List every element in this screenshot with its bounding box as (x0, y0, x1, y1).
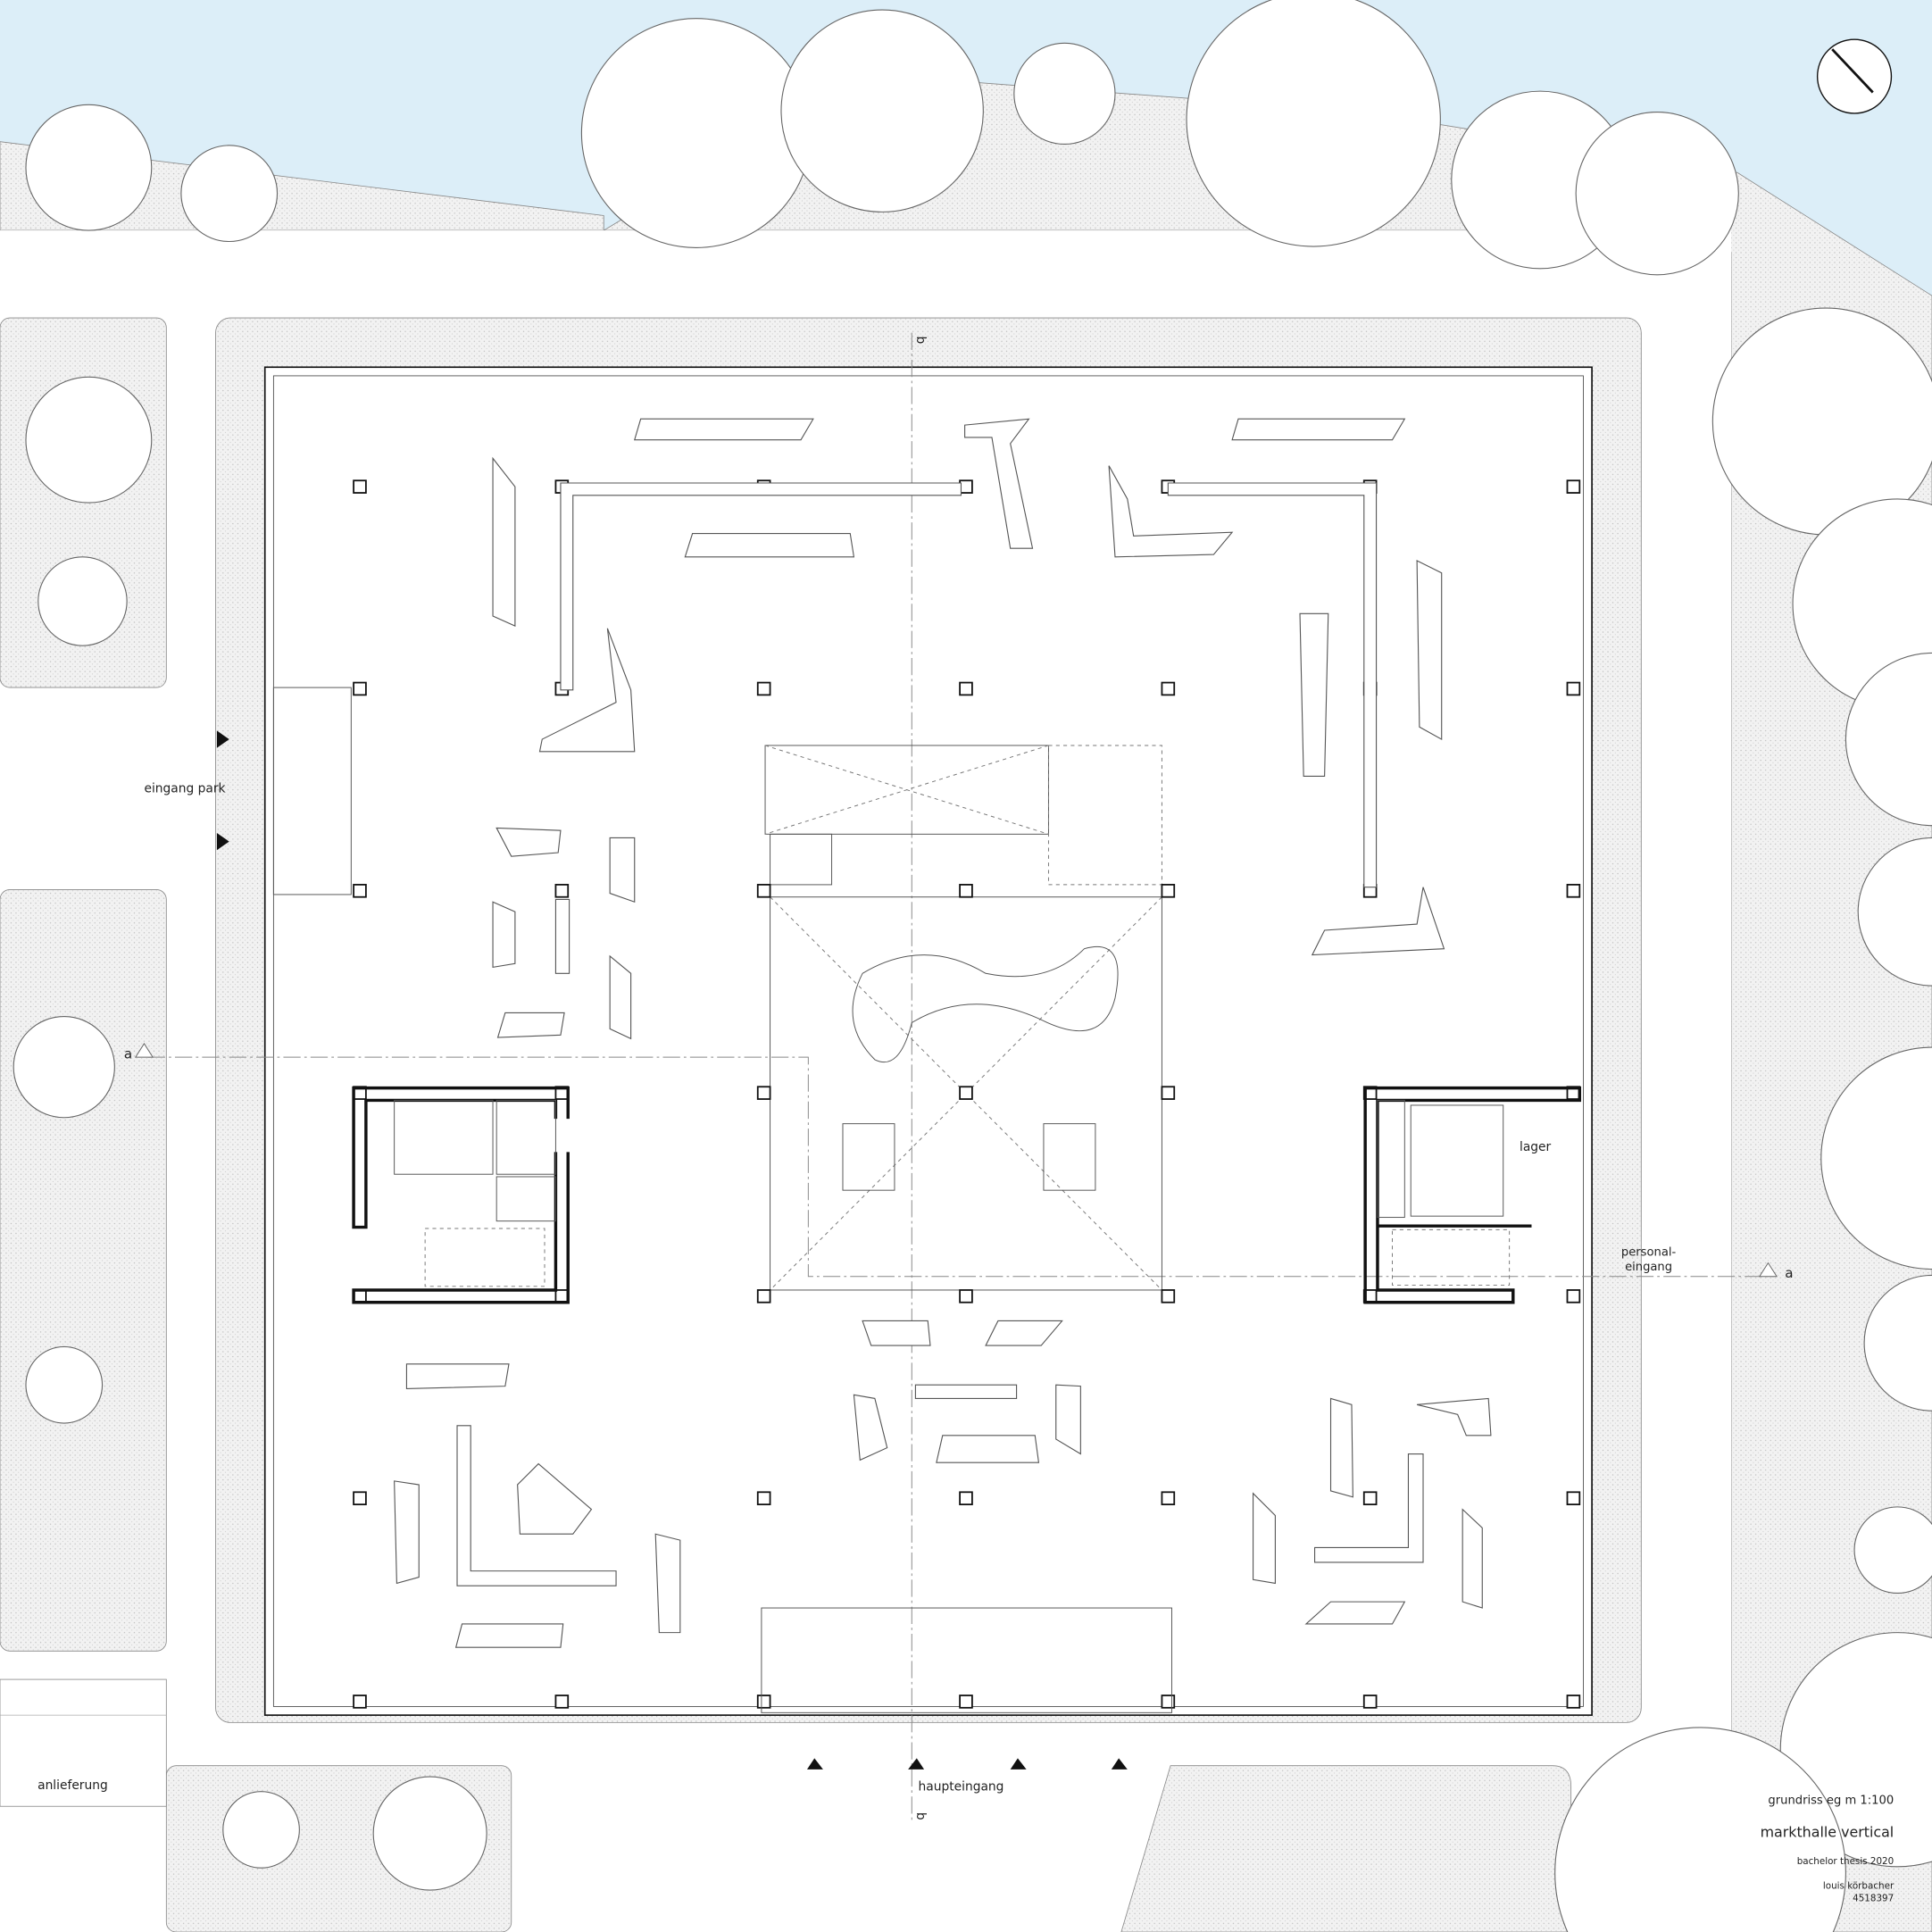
column (1161, 1491, 1176, 1506)
column (756, 1491, 771, 1506)
project-title: markthalle vertical (1761, 1824, 1895, 1841)
author-name: louis körbacher (1823, 1881, 1895, 1892)
column (959, 884, 973, 898)
delivery-zone (0, 1678, 167, 1807)
main-entrance-vestibule (761, 1607, 1172, 1713)
column (554, 1289, 570, 1303)
column (1566, 884, 1581, 898)
label-delivery: anlieferung (37, 1778, 108, 1793)
column (1161, 1086, 1176, 1100)
label-staff-entrance-1: personal- (1621, 1245, 1677, 1259)
label-section-a-left: a (124, 1046, 132, 1062)
lift-shaft (495, 1099, 556, 1175)
arrow-icon (806, 1758, 823, 1770)
seating-sculpture (852, 945, 1119, 1063)
column (353, 1695, 367, 1709)
column (959, 1491, 973, 1506)
arrow-icon (1111, 1758, 1128, 1770)
facade-inner (272, 375, 1584, 1707)
section-line-a (147, 1056, 1775, 1278)
column (353, 1491, 367, 1506)
column (756, 1086, 771, 1100)
entrance-arrows (216, 730, 1128, 1770)
column (756, 1695, 771, 1709)
column (554, 1695, 570, 1709)
label-entrance-park: eingang park (144, 781, 225, 795)
lift-left (842, 1123, 895, 1191)
toilets (394, 1099, 494, 1175)
arrow-icon (216, 832, 229, 851)
core-east (1363, 1086, 1582, 1304)
column (554, 884, 570, 898)
label-staff-entrance-2: eingang (1625, 1261, 1672, 1274)
column (353, 884, 367, 898)
column (959, 1289, 973, 1303)
market-stands (394, 418, 1492, 1648)
stairs-east (1392, 1228, 1511, 1286)
column (1161, 681, 1176, 696)
storage-shelves (1410, 1104, 1504, 1217)
column (1566, 1491, 1581, 1506)
arrow-icon (216, 730, 229, 748)
column (353, 479, 367, 494)
arrow-icon (908, 1758, 925, 1770)
column (353, 681, 367, 696)
label-section-b-bottom: b (913, 1812, 928, 1820)
label-section-a-right: a (1785, 1265, 1793, 1281)
label-storage: lager (1520, 1140, 1552, 1154)
section-marker-icon (134, 1043, 154, 1058)
column (756, 681, 771, 696)
column (1161, 1695, 1176, 1709)
column (959, 681, 973, 696)
column (756, 1289, 771, 1303)
label-main-entrance: haupteingang (919, 1779, 1004, 1794)
student-id: 4518397 (1853, 1893, 1894, 1903)
arrow-icon (1010, 1758, 1027, 1770)
column (1362, 1491, 1378, 1506)
north-arrow-icon (1816, 38, 1893, 114)
column (1566, 1695, 1581, 1709)
ground-west-2 (0, 889, 167, 1652)
column (959, 1086, 973, 1100)
trees (12, 0, 1932, 1932)
thesis-label: bachelor thesis 2020 (1797, 1856, 1895, 1867)
column (1362, 1695, 1378, 1709)
column (1161, 1289, 1176, 1303)
column (1566, 479, 1581, 494)
column (756, 884, 771, 898)
stairs-west (424, 1228, 545, 1287)
ground-south (1120, 1765, 1572, 1932)
column (353, 1289, 367, 1303)
void-upper (764, 745, 1162, 886)
drawing-title: grundriss eg m 1:100 (1768, 1794, 1894, 1807)
column (959, 1695, 973, 1709)
title-block: grundriss eg m 1:100 markthalle vertical… (1761, 1794, 1895, 1903)
core-west (352, 1086, 570, 1304)
label-section-b-top: b (913, 337, 928, 345)
lift-right (1043, 1123, 1096, 1191)
column (959, 479, 973, 494)
column (1161, 884, 1176, 898)
column (1566, 681, 1581, 696)
column (1566, 1289, 1581, 1303)
park-entrance-vestibule (272, 687, 352, 895)
section-marker-icon (1758, 1262, 1778, 1278)
